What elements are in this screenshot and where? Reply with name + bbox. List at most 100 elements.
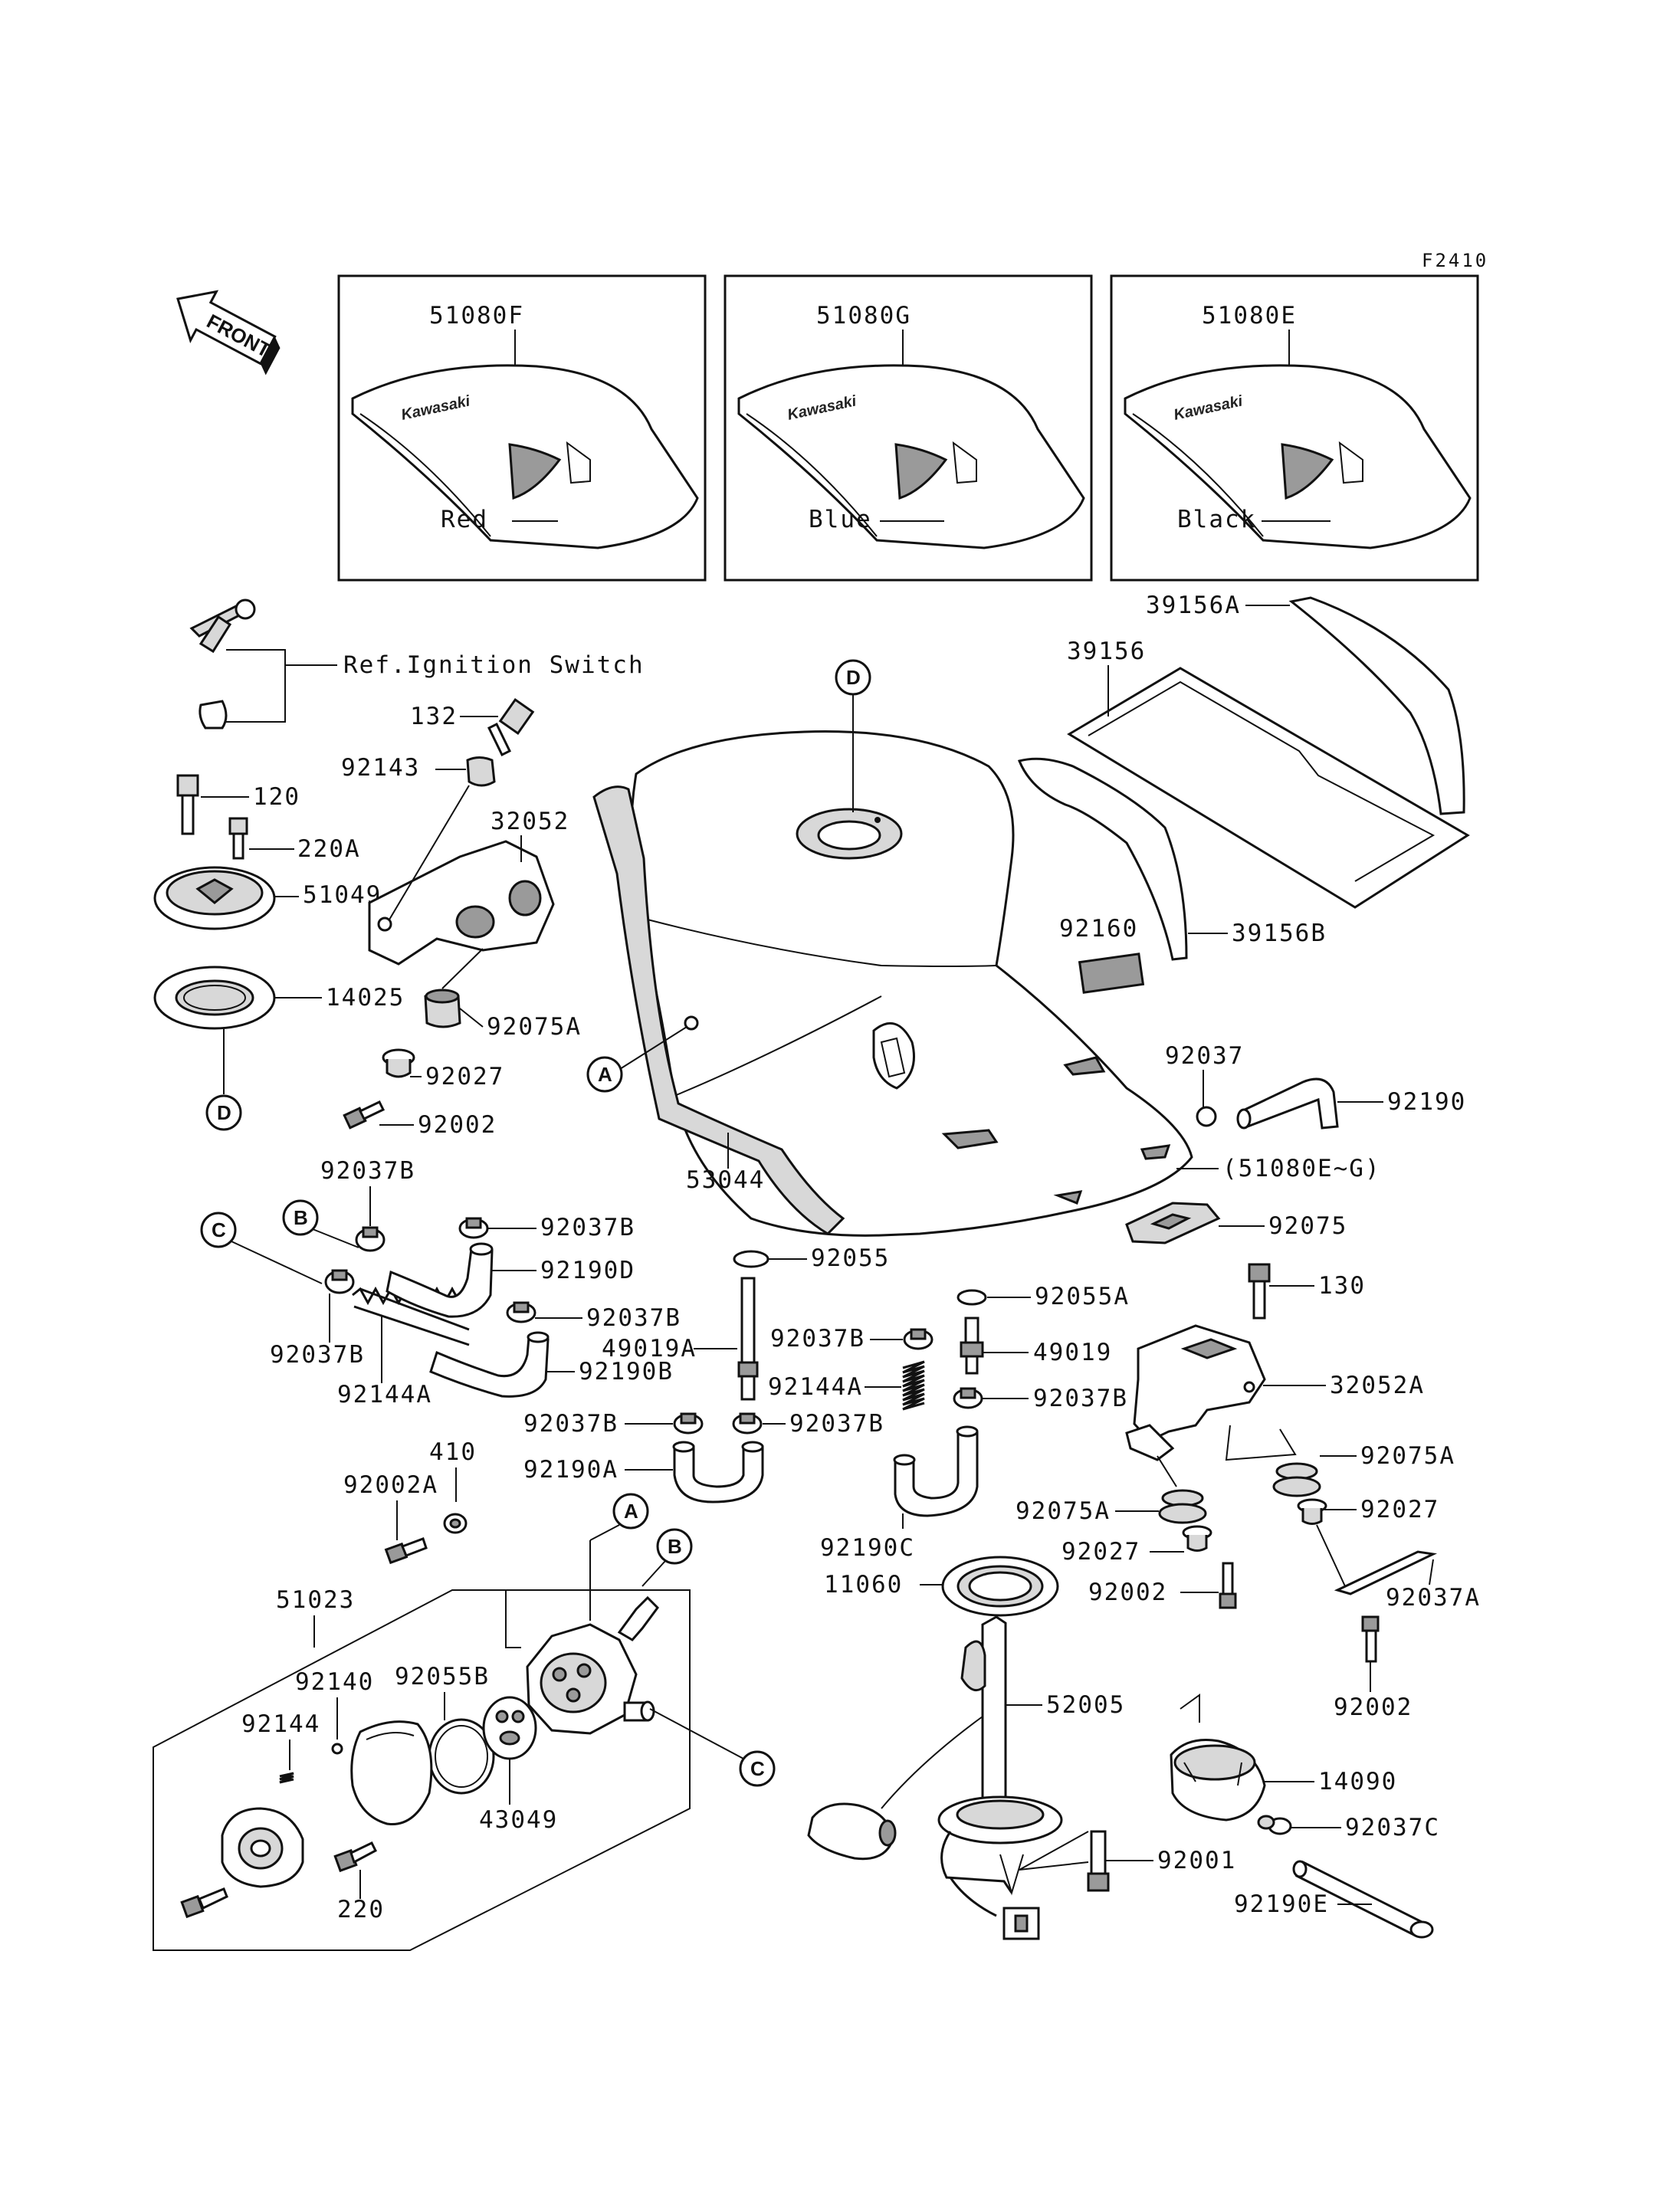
clip-92037c: [1257, 1815, 1292, 1835]
part-label-92037b: 92037B: [523, 1410, 619, 1438]
part-label-92190a: 92190A: [523, 1456, 619, 1484]
part-label-49019a: 49019A: [602, 1335, 697, 1362]
gasket-11060: [941, 1556, 1059, 1617]
part-label-92190e: 92190E: [1234, 1890, 1329, 1918]
hose-92190: [1236, 1077, 1339, 1130]
bolt-92001: [1087, 1830, 1110, 1892]
part-label-92002a: 92002A: [343, 1471, 438, 1499]
variant-part-number: 51080F: [429, 302, 524, 330]
valve-49019: [960, 1317, 984, 1375]
color-variant-blue: 51080G Kawasaki Blue: [724, 274, 1093, 582]
ball-92140: [331, 1743, 343, 1755]
screw-lever: [180, 1887, 228, 1919]
color-variant-red: 51080F Kawasaki Red: [337, 274, 707, 582]
part-label-92190c: 92190C: [820, 1534, 915, 1562]
part-label-43049: 43049: [479, 1806, 558, 1834]
callout-letter: B: [294, 1206, 308, 1229]
clip-92037b-g: [732, 1412, 763, 1435]
part-label-52005: 52005: [1046, 1691, 1125, 1719]
callout-b-cock: B: [656, 1528, 693, 1565]
part-label-92075a: 92075A: [1016, 1497, 1111, 1525]
clip-92037b-c: [458, 1217, 489, 1239]
part-label-92002: 92002: [418, 1111, 497, 1139]
clip-92037b-b: [324, 1269, 355, 1294]
callout-letter: D: [217, 1101, 231, 1124]
bolt-92002-right-a: [1219, 1562, 1237, 1609]
hose-92190b: [429, 1331, 550, 1398]
connector: [1002, 1907, 1040, 1940]
bolt-92002-right-b: [1361, 1615, 1380, 1663]
part-label-92037b: 92037B: [320, 1157, 415, 1185]
part-label-39156: 39156: [1067, 638, 1146, 665]
part-label-92140: 92140: [295, 1668, 374, 1696]
clip-92037b-a: [355, 1226, 386, 1252]
part-label-92037b: 92037B: [789, 1410, 884, 1438]
valve-49019a: [737, 1277, 759, 1401]
pad-39156a: [1288, 596, 1465, 815]
callout-b-left: B: [282, 1199, 319, 1236]
part-label-92037: 92037: [1165, 1042, 1244, 1070]
clip-92037b-h: [673, 1412, 704, 1435]
part-label-92037b: 92037B: [770, 1325, 865, 1353]
collar-92027-right-b: [1182, 1525, 1212, 1552]
part-label-32052: 32052: [491, 808, 569, 835]
callout-letter: C: [750, 1757, 765, 1780]
part-label-130: 130: [1318, 1272, 1366, 1300]
color-variant-black: 51080E Kawasaki Black: [1110, 274, 1479, 582]
fuel-tank: [592, 730, 1193, 1237]
grommet-92075a-right-a: [1272, 1462, 1321, 1497]
callout-d-tank: D: [835, 659, 871, 696]
spring-92144: [279, 1772, 294, 1784]
variant-part-number: 51080E: [1202, 302, 1297, 330]
ignition-keys: [189, 598, 337, 730]
part-label-92190b: 92190B: [579, 1358, 674, 1385]
callout-letter: B: [668, 1535, 682, 1558]
part-label-11060: 11060: [824, 1571, 903, 1599]
part-label-49019: 49019: [1033, 1339, 1112, 1366]
part-label-92055a: 92055A: [1035, 1283, 1130, 1310]
part-label-120: 120: [253, 783, 300, 811]
pad-39156b: [1017, 757, 1188, 961]
front-arrow-icon: FRONT: [176, 290, 281, 375]
part-label-32052a: 32052A: [1330, 1372, 1425, 1399]
part-label-92027: 92027: [1061, 1538, 1140, 1566]
cap-ring-14025: [153, 966, 276, 1030]
part-label-51049: 51049: [303, 881, 382, 909]
ref-ignition-switch-label: Ref.Ignition Switch: [343, 651, 645, 679]
side-cover-blue: Kawasaki: [737, 364, 1085, 549]
screw-220: [333, 1841, 377, 1873]
pump-52005: [807, 1615, 1063, 1940]
part-label-92037b: 92037B: [1033, 1385, 1128, 1412]
callout-letter: A: [624, 1500, 638, 1523]
part-label-92037b: 92037B: [270, 1341, 365, 1369]
callout-letter: D: [846, 666, 861, 689]
hose-92190a: [672, 1441, 764, 1503]
hose-92190d: [386, 1242, 494, 1318]
bolt-92002-left: [343, 1100, 386, 1130]
filler-cap-51049: [153, 866, 276, 930]
bolt-132: [487, 697, 535, 757]
cock-plate: [350, 1720, 433, 1825]
part-label-92027: 92027: [1360, 1496, 1439, 1523]
part-label-39156b: 39156B: [1232, 920, 1327, 947]
part-label-14025: 14025: [326, 984, 405, 1012]
part-label-92001: 92001: [1157, 1847, 1236, 1874]
pad-39156: [1067, 667, 1470, 909]
part-label-92075a: 92075A: [1360, 1442, 1455, 1470]
part-label-51023: 51023: [276, 1586, 355, 1614]
part-label-53044: 53044: [686, 1166, 765, 1194]
part-label-92037c: 92037C: [1345, 1814, 1440, 1841]
collar-92027-right-a: [1297, 1498, 1327, 1525]
part-label-92075: 92075: [1268, 1212, 1347, 1240]
callout-letter: C: [212, 1218, 226, 1241]
part-label-92160: 92160: [1059, 915, 1138, 943]
pad-92075: [1125, 1202, 1221, 1244]
variant-part-number: 51080G: [816, 302, 911, 330]
label-plate-92160: [1078, 953, 1145, 994]
callout-letter: A: [598, 1063, 612, 1086]
bracket-32052: [368, 840, 555, 966]
clip-92037b-f: [953, 1387, 983, 1409]
part-label-220: 220: [337, 1896, 385, 1923]
clip-92037b-e: [903, 1328, 934, 1350]
